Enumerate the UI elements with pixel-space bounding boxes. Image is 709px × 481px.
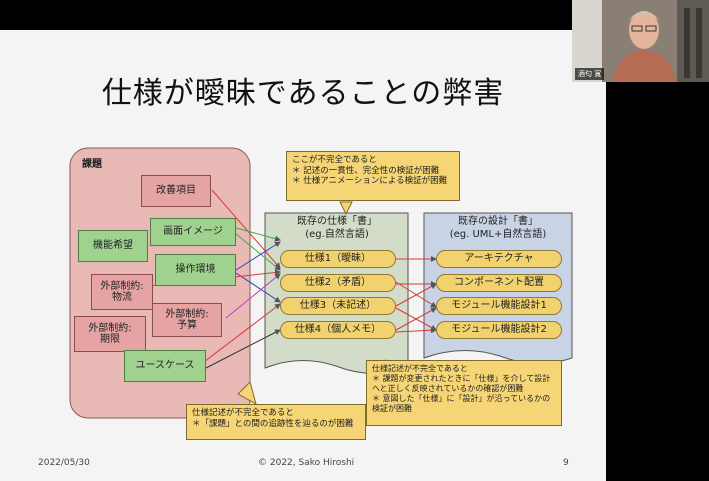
top-note-tail: [339, 201, 353, 216]
participant-name-tag: 酒匂 寛: [575, 68, 605, 80]
footer-date: 2022/05/30: [38, 458, 90, 468]
bottom-note-tail: [237, 381, 257, 406]
issue-use-case: ユースケース: [124, 350, 206, 382]
spec-item-1: 仕様1（曖昧）: [280, 250, 396, 268]
design-item-1: アーキテクチャ: [436, 250, 562, 268]
note-right: 仕様記述が不完全であると ＊ 課題が変更されたときに「仕様」を介して設計 へと正…: [366, 360, 562, 426]
note-top: ここが不完全であると ＊ 記述の一貫性、完全性の検証が困難 ＊ 仕様アニメーショ…: [286, 151, 460, 201]
design-doc-title: 既存の設計「書」: [458, 216, 538, 228]
note-bottom: 仕様記述が不完全であると ＊「課題」との間の追跡性を辿るのが困難: [186, 404, 366, 440]
slide-title: 仕様が曖昧であることの弊害: [101, 76, 505, 111]
participant-video[interactable]: 酒匂 寛: [572, 0, 709, 82]
spec-item-4: 仕様4（個人メモ）: [280, 321, 396, 339]
footer-page-number: 9: [563, 458, 569, 468]
issue-feature-request: 機能希望: [78, 230, 148, 262]
spec-item-3: 仕様3（未記述）: [280, 297, 396, 315]
issue-screen-image: 画面イメージ: [150, 218, 236, 246]
slide: 仕様が曖昧であることの弊害: [0, 30, 606, 481]
spec-doc-subtitle: (eg.自然言語): [305, 229, 369, 241]
spec-doc-title: 既存の仕様「書」: [297, 216, 377, 228]
issue-constraint-logistics: 外部制約: 物流: [91, 274, 153, 310]
issue-constraint-budget: 外部制約: 予算: [152, 303, 222, 337]
top-bar: [0, 0, 572, 30]
issue-improvement: 改善項目: [141, 175, 211, 207]
spec-item-2: 仕様2（矛盾）: [280, 274, 396, 292]
design-doc-subtitle: (eg. UML+自然言語): [449, 229, 547, 241]
design-item-3: モジュール機能設計1: [436, 297, 562, 315]
issues-label: 課題: [82, 159, 102, 171]
spec-to-design-lines: [395, 256, 437, 334]
design-item-2: コンポーネント配置: [436, 274, 562, 292]
issue-constraint-deadline: 外部制約: 期限: [74, 316, 146, 352]
footer-copyright: © 2022, Sako Hiroshi: [258, 458, 355, 468]
issue-operating-env: 操作環境: [155, 254, 236, 286]
design-item-4: モジュール機能設計2: [436, 321, 562, 339]
